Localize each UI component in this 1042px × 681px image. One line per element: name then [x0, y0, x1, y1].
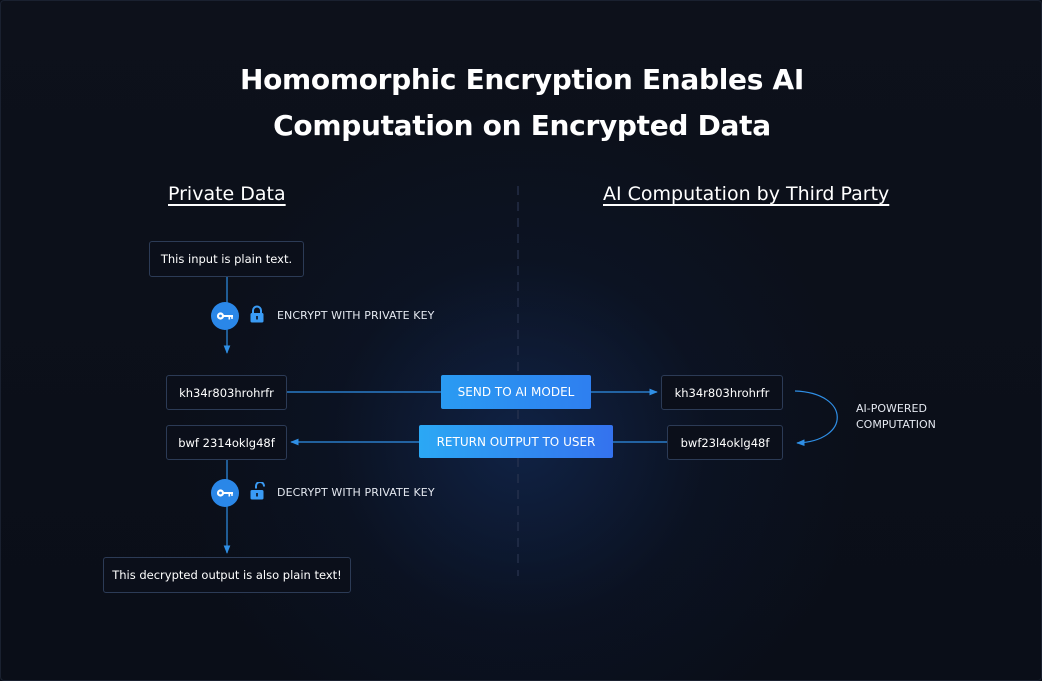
encrypt-label: ENCRYPT WITH PRIVATE KEY: [277, 309, 435, 322]
key-icon: [216, 312, 233, 320]
return-output-button[interactable]: RETURN OUTPUT TO USER: [419, 425, 613, 458]
ai-label-line-1: AI-POWERED: [856, 402, 927, 415]
decrypt-key-icon: [211, 479, 239, 507]
encrypt-key-icon: [211, 302, 239, 330]
send-to-ai-model-button[interactable]: SEND TO AI MODEL: [441, 375, 591, 409]
lock-closed-icon: [250, 305, 264, 323]
ciphertext-output-box-right: bwf23l4oklg48f: [667, 425, 783, 460]
title-line-1: Homomorphic Encryption Enables AI: [239, 63, 805, 96]
ciphertext-output-box-left: bwf 2314oklg48f: [166, 425, 287, 460]
ai-computation-curve: [794, 390, 838, 447]
plain-output-box: This decrypted output is also plain text…: [103, 557, 351, 593]
ai-computation-label: AI-POWERED COMPUTATION: [856, 401, 936, 433]
ciphertext-input-box-left: kh34r803hrohrfr: [166, 375, 287, 410]
ciphertext-input-box-right: kh34r803hrohrfr: [661, 375, 783, 410]
private-data-heading: Private Data: [168, 183, 286, 205]
decrypt-label: DECRYPT WITH PRIVATE KEY: [277, 486, 435, 499]
page-title: Homomorphic Encryption Enables AI Comput…: [1, 57, 1042, 149]
plain-input-box: This input is plain text.: [149, 241, 304, 277]
key-icon: [216, 489, 233, 497]
lock-open-icon: [250, 482, 265, 500]
title-line-2: Computation on Encrypted Data: [273, 109, 771, 142]
ai-label-line-2: COMPUTATION: [856, 418, 936, 431]
ai-computation-heading: AI Computation by Third Party: [603, 183, 890, 205]
